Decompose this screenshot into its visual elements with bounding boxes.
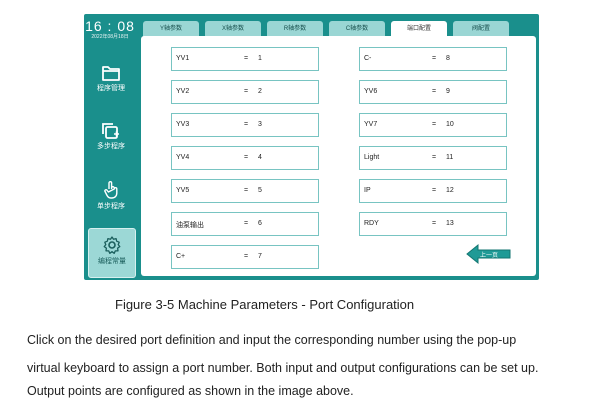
equals-sign: =: [432, 88, 437, 95]
port-name: YV4: [176, 154, 190, 161]
equals-sign: =: [244, 154, 249, 161]
equals-sign: =: [432, 220, 437, 227]
body-text-line-2: virtual keyboard to assign a port number…: [27, 361, 539, 375]
gear-icon: [103, 236, 121, 254]
nav-programming-constants[interactable]: 编程常量: [88, 228, 136, 278]
body-text-line-3: Output points are configured as shown in…: [27, 384, 354, 398]
equals-sign: =: [244, 220, 249, 227]
port-number: 1: [258, 55, 262, 62]
equals-sign: =: [432, 154, 437, 161]
equals-sign: =: [432, 55, 437, 62]
tab-r-axis[interactable]: R轴参数: [267, 21, 323, 37]
nav-single-step-program[interactable]: 单步程序: [88, 174, 134, 222]
port-number: 12: [446, 187, 454, 194]
port-name: YV1: [176, 55, 190, 62]
tab-y-axis[interactable]: Y轴参数: [143, 21, 199, 37]
nav-label: 程序管理: [97, 85, 125, 92]
back-arrow-icon: [466, 243, 511, 265]
port-field-c-plus[interactable]: C+ = 7: [171, 245, 319, 269]
port-field-yv6[interactable]: YV6 = 9: [359, 80, 507, 104]
port-name: YV2: [176, 88, 190, 95]
port-number: 3: [258, 121, 262, 128]
folder-icon: [102, 66, 120, 81]
equals-sign: =: [244, 253, 249, 260]
port-number: 13: [446, 220, 454, 227]
port-field-rdy[interactable]: RDY = 13: [359, 212, 507, 236]
equals-sign: =: [244, 187, 249, 194]
tap-hand-icon: [104, 181, 118, 199]
port-name: YV6: [364, 88, 378, 95]
tab-port-config[interactable]: 端口配置: [391, 21, 447, 37]
port-field-yv4[interactable]: YV4 = 4: [171, 146, 319, 170]
clock-time: 16 : 08: [85, 18, 135, 34]
equals-sign: =: [244, 121, 249, 128]
nav-program-management[interactable]: 程序管理: [88, 58, 134, 106]
nav-multi-step-program[interactable]: 多步程序: [88, 116, 134, 164]
figure-caption: Figure 3-5 Machine Parameters - Port Con…: [115, 297, 415, 312]
port-number: 11: [446, 154, 454, 161]
port-name: C-: [364, 55, 372, 62]
port-name: IP: [364, 187, 371, 194]
port-field-yv7[interactable]: YV7 = 10: [359, 113, 507, 137]
port-config-panel: YV1 = 1 YV2 = 2 YV3 = 3 YV4 = 4 YV5 = 5 …: [141, 36, 536, 276]
clock-date: 2022年08月18日: [91, 34, 129, 40]
port-field-c-minus[interactable]: C- = 8: [359, 47, 507, 71]
equals-sign: =: [244, 55, 249, 62]
port-field-light[interactable]: Light = 11: [359, 146, 507, 170]
port-name: Light: [364, 154, 380, 161]
nav-label: 单步程序: [97, 203, 125, 210]
tab-valve-config[interactable]: 阀配置: [453, 21, 509, 37]
port-field-yv5[interactable]: YV5 = 5: [171, 179, 319, 203]
port-field-oil-pump-output[interactable]: 油泵输出 = 6: [171, 212, 319, 236]
equals-sign: =: [432, 187, 437, 194]
port-name: RDY: [364, 220, 379, 227]
port-number: 7: [258, 253, 262, 260]
port-field-ip[interactable]: IP = 12: [359, 179, 507, 203]
equals-sign: =: [432, 121, 437, 128]
multi-step-icon: [102, 123, 119, 139]
port-field-yv1[interactable]: YV1 = 1: [171, 47, 319, 71]
hmi-screen: 16 : 08 2022年08月18日 程序管理 多步程序 单步程序: [84, 14, 539, 280]
clock: 16 : 08 2022年08月18日: [84, 18, 136, 41]
port-name: C+: [176, 253, 186, 260]
nav-label: 编程常量: [98, 258, 126, 265]
port-number: 10: [446, 121, 454, 128]
body-text-line-1: Click on the desired port definition and…: [27, 333, 517, 347]
tab-c-axis[interactable]: C轴参数: [329, 21, 385, 37]
port-name: YV3: [176, 121, 190, 128]
port-number: 2: [258, 88, 262, 95]
port-name: YV7: [364, 121, 378, 128]
nav-label: 多步程序: [97, 143, 125, 150]
tab-x-axis[interactable]: X轴参数: [205, 21, 261, 37]
previous-page-label: 上一页: [480, 253, 499, 259]
equals-sign: =: [244, 88, 249, 95]
port-number: 8: [446, 55, 450, 62]
port-number: 4: [258, 154, 262, 161]
port-number: 5: [258, 187, 262, 194]
port-name: YV5: [176, 187, 190, 194]
port-number: 6: [258, 220, 262, 227]
port-name: 油泵输出: [176, 222, 204, 229]
port-field-yv2[interactable]: YV2 = 2: [171, 80, 319, 104]
previous-page-button[interactable]: 上一页: [466, 243, 512, 270]
sidebar: 16 : 08 2022年08月18日 程序管理 多步程序 单步程序: [84, 14, 136, 280]
port-number: 9: [446, 88, 450, 95]
port-field-yv3[interactable]: YV3 = 3: [171, 113, 319, 137]
